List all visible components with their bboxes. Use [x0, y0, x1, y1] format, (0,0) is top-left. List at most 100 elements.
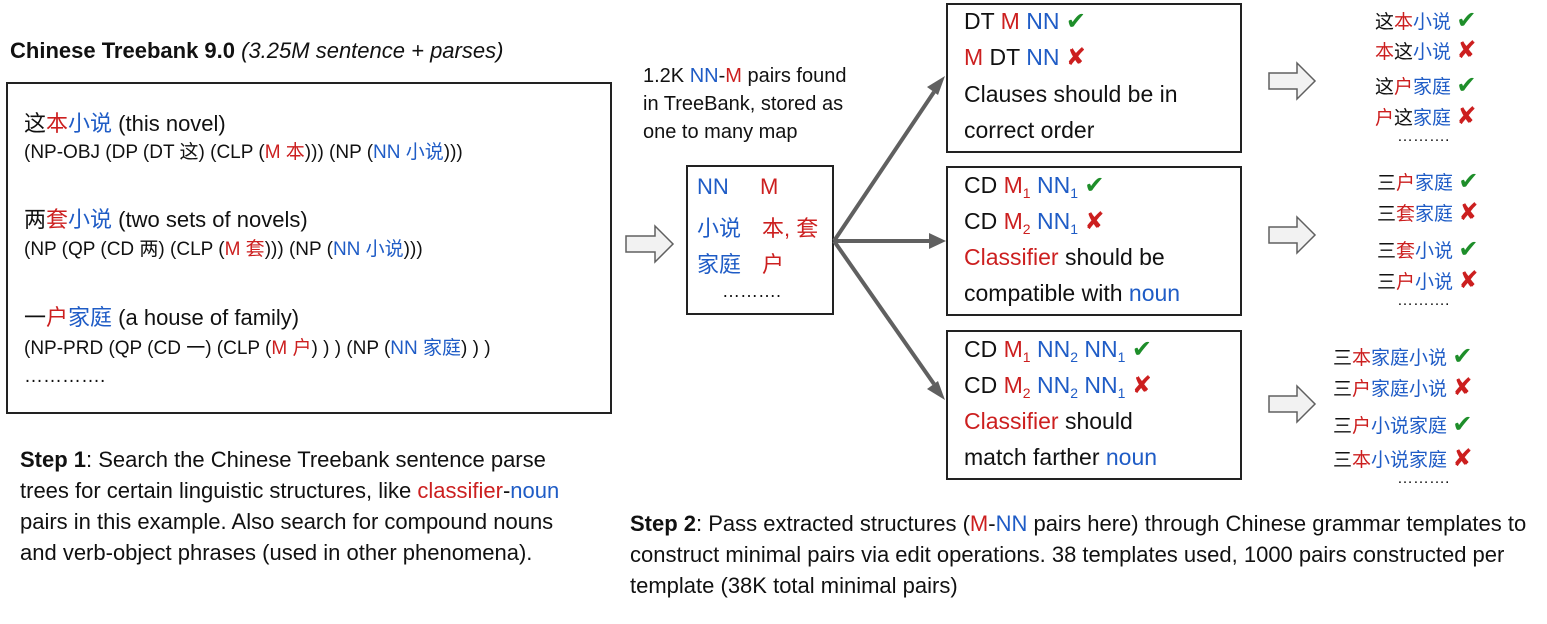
result-1-4: 户这家庭 ✘ [1375, 102, 1476, 131]
template-box-3 [946, 330, 1242, 480]
res-classifier: 户 [1396, 272, 1416, 293]
map-row-1-classifiers: 本, 套 [762, 216, 819, 241]
pairs-note: 1.2K NN-M pairs found in TreeBank, store… [643, 62, 846, 146]
treebank-title: Chinese Treebank 9.0 (3.25M sentence + p… [10, 38, 503, 64]
res-noun: 小说 [1413, 42, 1452, 63]
res-noun: 家庭 [1413, 77, 1452, 98]
template-box-1 [946, 3, 1242, 153]
cross-icon: ✘ [1456, 37, 1477, 64]
pairs-note-text: pairs found [741, 65, 847, 87]
pairs-note-dash: - [718, 65, 726, 87]
res-noun: 小说 [1415, 241, 1454, 262]
res-det: 三 [1333, 450, 1353, 471]
res-det: 这 [1375, 12, 1395, 33]
example-2-parse: (NP (QP (CD 两) (CLP (M 套))) (NP (NN 小说))… [24, 234, 423, 261]
check-icon: ✔ [1084, 172, 1105, 199]
step-1-text: : Search the Chinese Treebank sentence p… [20, 447, 546, 503]
res-noun: 家庭小说 [1371, 348, 1448, 369]
step-1-description: Step 1: Search the Chinese Treebank sent… [20, 444, 580, 568]
res-det: 这 [1375, 77, 1395, 98]
map-head-m: M [760, 174, 779, 199]
tpl-tag: CD [964, 336, 1004, 362]
res-classifier: 户 [1396, 173, 1416, 194]
cross-icon: ✘ [1452, 374, 1473, 401]
result-2-2: 三套家庭 ✘ [1377, 198, 1478, 227]
fan-arrow-middle-head [929, 233, 946, 249]
example-1-classifier: 本 [46, 111, 69, 136]
map-box [686, 165, 834, 315]
tpl-nn: NN [1026, 8, 1060, 34]
template-3-desc-2: match farther noun [964, 439, 1157, 475]
res-classifier: 本 [1352, 450, 1372, 471]
parse-text: ))) (NP ( [264, 239, 333, 260]
fan-arrow-bottom-head [927, 381, 945, 400]
res-det: 三 [1377, 241, 1397, 262]
tpl-m: M [1003, 336, 1023, 362]
tpl-sub: 1 [1070, 221, 1079, 237]
result-1-ellipsis: ………. [1397, 128, 1450, 145]
res-noun: 家庭 [1415, 204, 1454, 225]
res-det: 三 [1377, 204, 1397, 225]
res-det: 这 [1394, 42, 1414, 63]
pairs-note-line-1: 1.2K NN-M pairs found [643, 62, 846, 90]
check-icon: ✔ [1452, 343, 1473, 370]
cross-icon: ✘ [1084, 208, 1105, 235]
result-3-1: 三本家庭小说 ✔ [1333, 342, 1472, 371]
result-2-1: 三户家庭 ✔ [1377, 167, 1478, 196]
check-icon: ✔ [1456, 72, 1477, 99]
res-classifier: 本 [1394, 12, 1414, 33]
res-det: 三 [1333, 379, 1353, 400]
res-noun: 小说家庭 [1371, 450, 1448, 471]
tpl-desc: compatible with [964, 280, 1129, 306]
res-noun: 小说 [1415, 272, 1454, 293]
parse-text: (NP-PRD (QP (CD 一) (CLP ( [24, 338, 272, 359]
step-2-text-end: pairs here) through Chinese grammar temp… [630, 511, 1527, 598]
check-icon: ✔ [1452, 411, 1473, 438]
example-3-classifier: 户 [46, 305, 69, 330]
tpl-sub: 1 [1070, 185, 1079, 201]
tpl-noun: noun [1128, 280, 1181, 306]
example-3-parse: (NP-PRD (QP (CD 一) (CLP (M 户) ) ) (NP (N… [24, 333, 491, 360]
res-det: 三 [1377, 272, 1397, 293]
cross-icon: ✘ [1131, 372, 1152, 399]
res-classifier: 本 [1375, 42, 1395, 63]
pairs-note-line-2: in TreeBank, stored as [643, 93, 844, 115]
example-3-noun: 家庭 [68, 305, 113, 330]
step-2-text: : Pass extracted structures ( [696, 511, 970, 536]
example-1-noun: 小说 [68, 111, 113, 136]
parse-classifier: M 本 [264, 142, 305, 163]
example-2-classifier: 套 [46, 207, 69, 232]
res-classifier: 户 [1375, 108, 1395, 129]
examples-ellipsis: …………. [24, 366, 106, 387]
example-1-parse: (NP-OBJ (DP (DT 这) (CLP (M 本))) (NP (NN … [24, 137, 463, 164]
fan-arrow-top [832, 90, 936, 243]
result-3-3: 三户小说家庭 ✔ [1333, 410, 1472, 439]
res-classifier: 户 [1352, 416, 1372, 437]
result-3-2: 三户家庭小说 ✘ [1333, 373, 1472, 402]
tpl-classifier: Classifier [964, 408, 1059, 434]
step-1-classifier: classifier [417, 478, 503, 503]
map-ellipsis: ………. [722, 281, 782, 301]
template-2-desc-1: Classifier should be [964, 239, 1165, 275]
block-arrow-3 [1268, 215, 1317, 255]
parse-text: ))) (NP ( [304, 142, 374, 163]
parse-noun: NN 小说 [332, 239, 404, 260]
cross-icon: ✘ [1456, 103, 1477, 130]
example-1-det: 这 [24, 111, 47, 136]
tpl-tag: CD [964, 172, 1004, 198]
tpl-nn: NN [1026, 44, 1060, 70]
parse-text: (NP (QP (CD 两) (CLP ( [24, 239, 225, 260]
res-det: 三 [1377, 173, 1397, 194]
res-classifier: 本 [1352, 348, 1372, 369]
example-1-phrase: 这本小说 (this novel) [24, 106, 226, 138]
tpl-sub: 2 [1022, 385, 1031, 401]
tpl-desc: should [1058, 408, 1133, 434]
step-1-label: Step 1 [20, 447, 87, 472]
block-arrow-4 [1268, 384, 1317, 424]
example-2-det: 两 [24, 207, 47, 232]
tpl-classifier: Classifier [964, 244, 1059, 270]
template-3-desc-1: Classifier should [964, 403, 1133, 439]
tpl-nn: NN [1036, 372, 1071, 398]
example-2-phrase: 两套小说 (two sets of novels) [24, 202, 308, 234]
block-arrow-2 [1268, 61, 1317, 101]
